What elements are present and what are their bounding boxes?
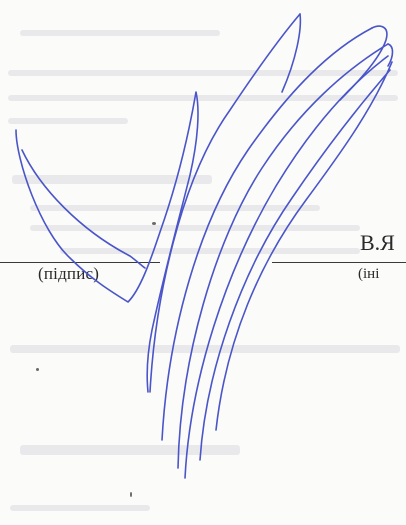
name-value: В.Я: [360, 230, 395, 255]
name-underline: [272, 262, 406, 263]
scan-speck: [130, 492, 132, 497]
signature-stroke: [21, 149, 146, 269]
signature-stroke: [215, 61, 393, 431]
signature-stroke: [161, 27, 373, 441]
signature-stroke: [199, 69, 391, 461]
scan-speck: [152, 222, 156, 225]
signature-stroke: [339, 25, 388, 101]
signature-caption: (підпис): [38, 264, 100, 283]
signature-stroke: [281, 13, 302, 93]
signature-stroke: [387, 43, 394, 67]
signature-underline: [0, 262, 160, 263]
signature-stroke: [177, 43, 389, 469]
name-caption: (іні: [358, 266, 380, 282]
signature-stroke: [149, 13, 301, 393]
signature-stroke: [15, 91, 199, 393]
scan-speck: [36, 368, 39, 371]
